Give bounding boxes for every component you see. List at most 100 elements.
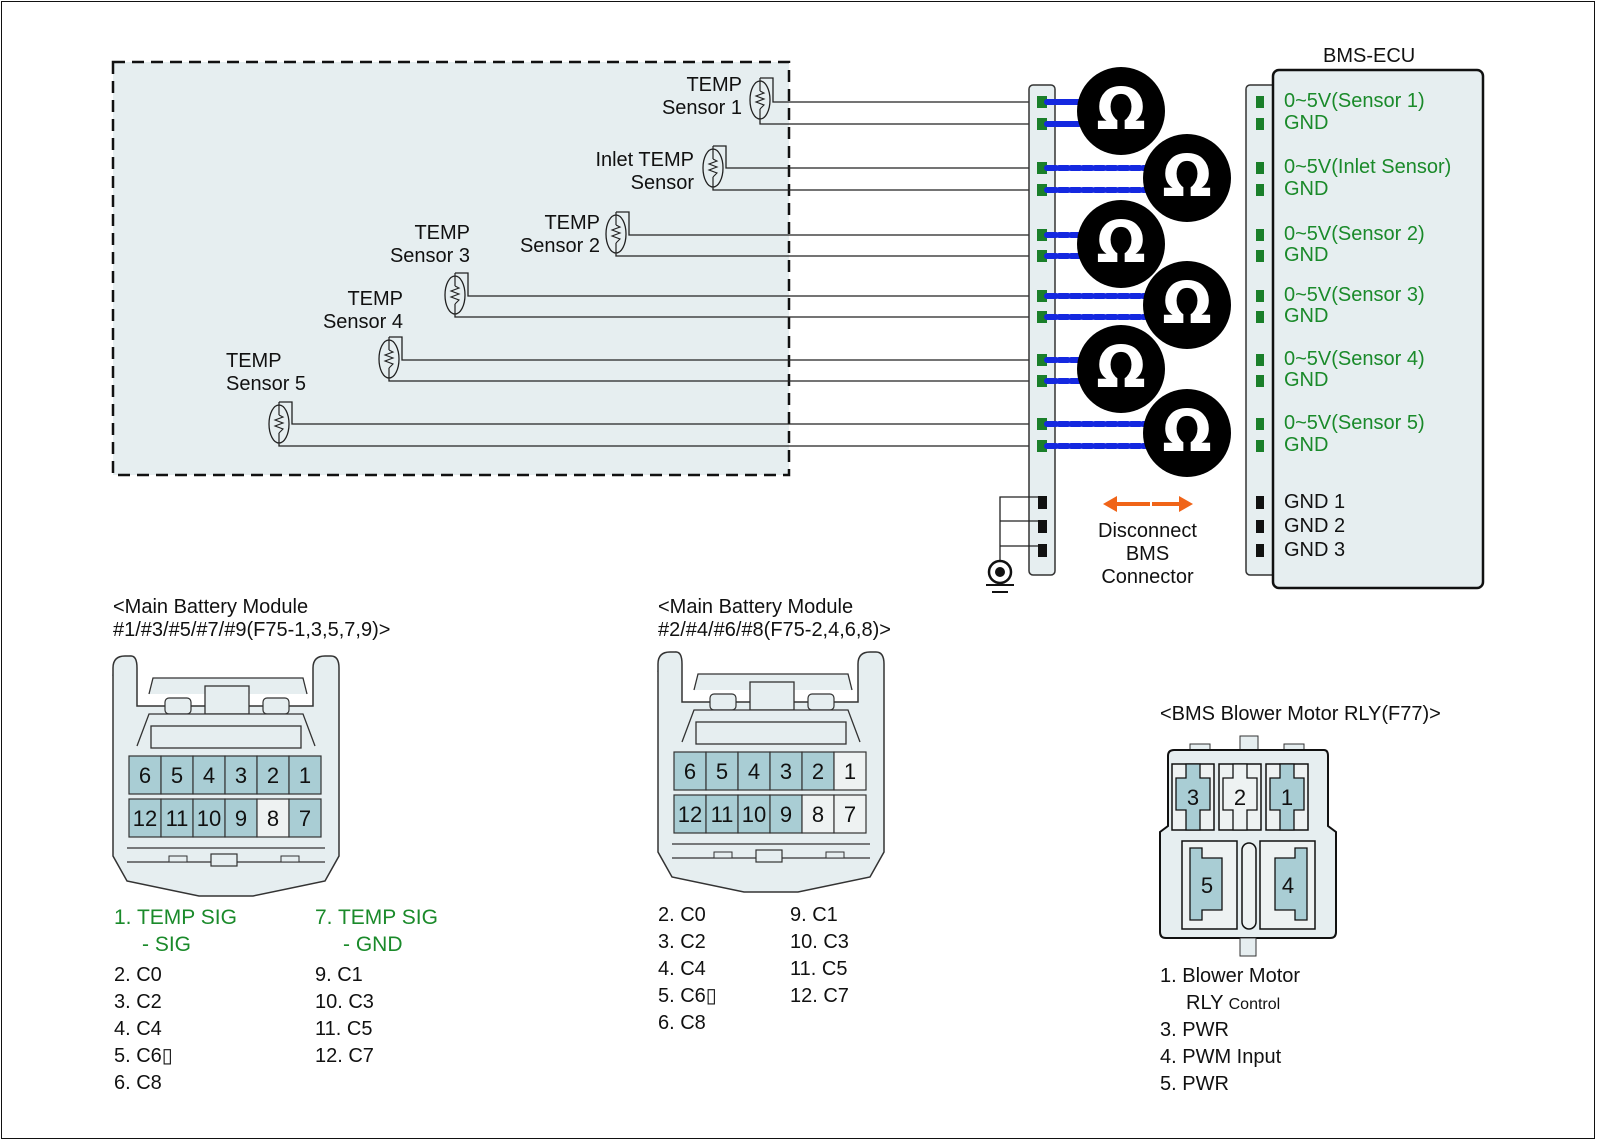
connector-b-pin-7 bbox=[833, 794, 867, 834]
connector-b-title: <Main Battery Module#2/#4/#6/#8(F75-2,4,… bbox=[658, 596, 891, 641]
connector-b-pin-6 bbox=[673, 751, 707, 791]
sensor-signal-wire bbox=[616, 211, 1040, 236]
relay-bottom-tab bbox=[1239, 937, 1257, 957]
battery-pack-area bbox=[111, 60, 791, 477]
relay-legend: 1. Blower Motor RLY Control 3. PWR 4. PW… bbox=[1160, 965, 1301, 1095]
connector-b-base-slot bbox=[825, 851, 845, 859]
harness-pin bbox=[1037, 96, 1047, 108]
sensor-ground-wire bbox=[615, 254, 1040, 257]
ohm-symbol: Ω bbox=[1096, 208, 1145, 276]
connector-b-pin-number: 1 bbox=[844, 759, 856, 784]
sensor-ground-wire bbox=[278, 444, 1040, 447]
ecu-ground-pin bbox=[1256, 520, 1264, 533]
ohm-symbol: Ω bbox=[1162, 269, 1211, 337]
connector-b-base-key bbox=[755, 849, 783, 863]
connector-a-pin-number: 10 bbox=[197, 806, 221, 831]
ecu-pin-label: 0~5V(Sensor 3) bbox=[1284, 284, 1425, 306]
connector-a-clip bbox=[262, 697, 290, 715]
sensor-ground-wire bbox=[759, 120, 1040, 125]
harness-pin bbox=[1037, 290, 1047, 302]
ohm-meter-icon: Ω bbox=[1143, 134, 1231, 222]
connector-b-pin-number: 12 bbox=[678, 802, 702, 827]
ecu-pin-label: GND bbox=[1284, 244, 1329, 266]
connector-a-pin-number: 9 bbox=[235, 806, 247, 831]
ecu-pin-label: 0~5V(Sensor 4) bbox=[1284, 348, 1425, 370]
ohm-meter-body bbox=[1143, 261, 1231, 349]
harness-pin bbox=[1037, 162, 1047, 174]
connector-a-pin-7 bbox=[288, 798, 322, 838]
connector-a-pin-number: 11 bbox=[166, 806, 189, 831]
connector-a-pin-number: 7 bbox=[299, 806, 311, 831]
thermistor-sensor-1 bbox=[749, 77, 1040, 125]
ohm-meter-body bbox=[1143, 134, 1231, 222]
resistor-zigzag bbox=[449, 285, 461, 305]
disconnect-arrows-icon bbox=[1103, 496, 1193, 512]
harness-pin bbox=[1037, 118, 1047, 130]
connector-a-legend-pin7: 7. TEMP SIG- GND bbox=[315, 906, 438, 956]
ecu-pin-label: GND bbox=[1284, 434, 1329, 456]
relay-pin-1 bbox=[1269, 763, 1305, 831]
ecu-pin bbox=[1256, 184, 1264, 196]
ecu-pin bbox=[1256, 290, 1264, 302]
ground-symbol-dot bbox=[995, 567, 1005, 577]
relay-title: <BMS Blower Motor RLY(F77)> bbox=[1160, 703, 1441, 725]
ecu-pin bbox=[1256, 250, 1264, 262]
relay-pin-3 bbox=[1175, 763, 1211, 831]
ohm-symbol: Ω bbox=[1096, 333, 1145, 401]
ohm-meter-icon: Ω bbox=[1143, 389, 1231, 477]
thermistor-sensor-6 bbox=[268, 401, 1040, 447]
ecu-pin-label: GND bbox=[1284, 178, 1329, 200]
sensor-signal-wire bbox=[713, 145, 1040, 169]
connector-b-pin-number: 2 bbox=[812, 759, 824, 784]
ohm-meter-body bbox=[1077, 325, 1165, 413]
thermistor-sensor-5 bbox=[378, 336, 1040, 382]
connector-b-pin-11 bbox=[705, 794, 739, 834]
harness-pin bbox=[1037, 440, 1047, 452]
bms-ecu-title: BMS-ECU bbox=[1323, 45, 1416, 67]
harness-pin bbox=[1037, 375, 1047, 387]
bms-ecu-box bbox=[1271, 68, 1485, 590]
ohm-symbol: Ω bbox=[1162, 397, 1211, 465]
harness-ground-pin bbox=[1038, 496, 1047, 509]
connector-a-pin-9 bbox=[224, 798, 258, 838]
connector-b-pin-5 bbox=[705, 751, 739, 791]
ecu-pin bbox=[1256, 229, 1264, 241]
ecu-ground-label: GND 1 bbox=[1284, 491, 1346, 513]
sensor-signal-wire bbox=[760, 77, 1040, 103]
ecu-pin bbox=[1256, 440, 1264, 452]
ecu-ground-label: GND 2 bbox=[1284, 515, 1346, 537]
connector-b-pin-number: 4 bbox=[748, 759, 760, 784]
connector-b-pin-12 bbox=[673, 794, 707, 834]
harness-pin bbox=[1037, 184, 1047, 196]
relay-pin-number: 2 bbox=[1234, 785, 1246, 810]
ecu-pin bbox=[1256, 162, 1264, 174]
harness-ground-pin bbox=[1038, 544, 1047, 557]
harness-pin bbox=[1037, 229, 1047, 241]
ohm-symbol: Ω bbox=[1162, 142, 1211, 210]
connector-a-legend-pin1: 1. TEMP SIG- SIG bbox=[114, 906, 237, 956]
ohm-meter-body bbox=[1077, 67, 1165, 155]
connector-a-pin-1 bbox=[288, 755, 322, 795]
connector-b-base-slot bbox=[713, 851, 733, 859]
ecu-pin-label: 0~5V(Sensor 1) bbox=[1284, 90, 1425, 112]
ecu-pin bbox=[1256, 354, 1264, 366]
ohm-meter-body bbox=[1077, 200, 1165, 288]
connector-a-window bbox=[150, 725, 302, 749]
sensor-signal-wire bbox=[279, 401, 1040, 425]
sensor-signal-wire bbox=[455, 272, 1040, 297]
connector-a-clip bbox=[164, 697, 192, 715]
resistor-zigzag bbox=[273, 414, 285, 434]
ecu-pin-label: 0~5V(Inlet Sensor) bbox=[1284, 156, 1452, 178]
connector-a-pin-number: 4 bbox=[203, 763, 215, 788]
ecu-pin-label: 0~5V(Sensor 2) bbox=[1284, 223, 1425, 245]
harness-pin bbox=[1037, 250, 1047, 262]
connector-b-pin-number: 11 bbox=[711, 802, 734, 827]
connector-a-pin-6 bbox=[128, 755, 162, 795]
ecu-pin-label: GND bbox=[1284, 305, 1329, 327]
connector-b-pin-number: 5 bbox=[716, 759, 728, 784]
